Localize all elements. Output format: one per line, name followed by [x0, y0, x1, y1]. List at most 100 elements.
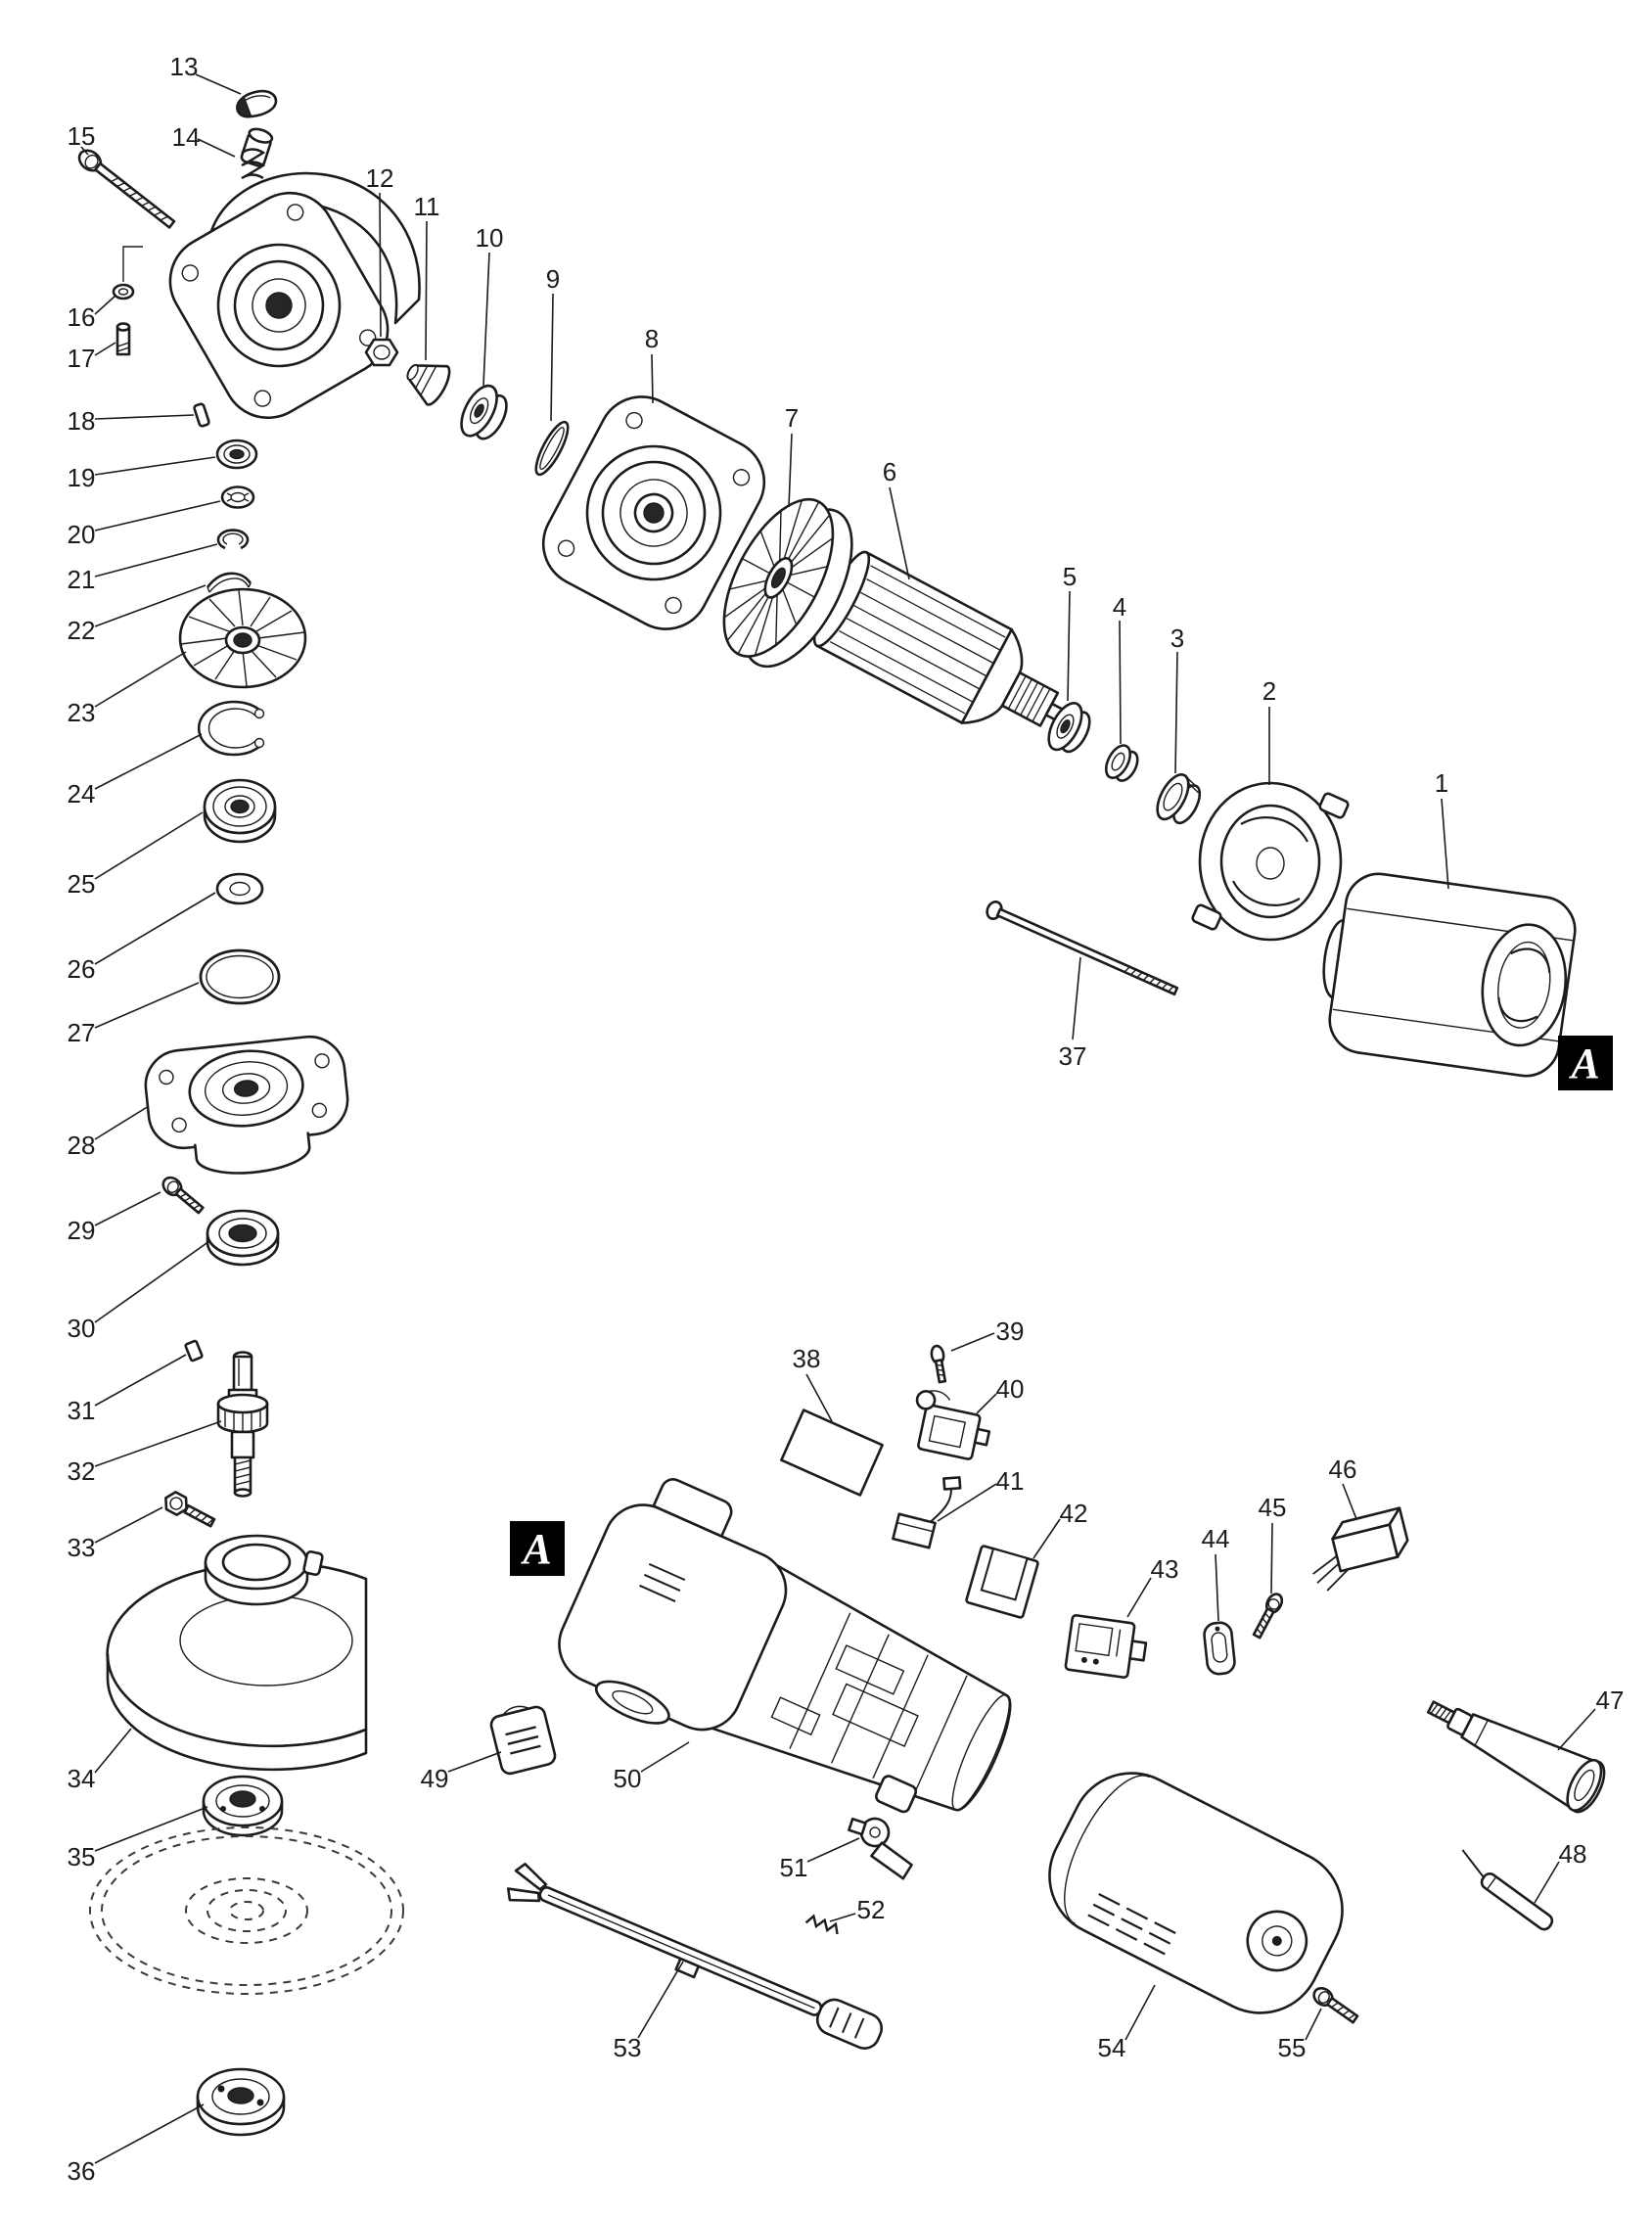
part-35-inner-flange [202, 1775, 284, 1837]
part-49-switch-knob [489, 1705, 557, 1776]
leader-line-48 [1534, 1861, 1560, 1904]
leader-line-33 [94, 1506, 163, 1544]
leader-line-29 [94, 1191, 161, 1226]
callout-28: 28 [68, 1131, 96, 1160]
callout-55: 55 [1278, 2033, 1307, 2062]
leader-line-36 [94, 2103, 205, 2164]
part-47-side-handle [1426, 1700, 1606, 1814]
callout-1: 1 [1435, 768, 1448, 798]
leader-line-13 [195, 73, 242, 95]
callout-24: 24 [68, 779, 96, 809]
part-12-nut [364, 338, 399, 367]
part-26-washer [215, 872, 264, 905]
callout-9: 9 [546, 264, 560, 294]
leader-line-34 [94, 1728, 132, 1774]
leader-line-41 [937, 1483, 997, 1522]
part-48-wire [1461, 1849, 1554, 1931]
callout-14: 14 [172, 122, 201, 152]
callout-7: 7 [785, 403, 799, 433]
callout-13: 13 [170, 52, 199, 81]
leader-line-44 [1215, 1553, 1219, 1622]
callout-34: 34 [68, 1764, 96, 1793]
part-40-brush-holder [915, 1390, 991, 1460]
callout-25: 25 [68, 869, 96, 899]
part-gear-housing [168, 127, 421, 420]
leader-line-35 [94, 1806, 208, 1852]
leader-line-52 [829, 1913, 856, 1922]
part-42-holder-cap [965, 1545, 1039, 1619]
leader-line-39 [950, 1332, 995, 1352]
callout-44: 44 [1202, 1524, 1230, 1553]
part-17-pin [115, 322, 131, 356]
part-4-sleeve [1104, 744, 1139, 782]
callout-15: 15 [68, 121, 96, 151]
callout-53: 53 [614, 2033, 642, 2062]
part-32-spindle [216, 1351, 269, 1498]
part-52-spring [804, 1914, 839, 1935]
part-31-key [184, 1339, 204, 1363]
part-14-spring [241, 148, 266, 180]
leader-line-38 [805, 1373, 833, 1422]
leader-line-8 [651, 353, 654, 404]
part-55-screw [1312, 1986, 1359, 2024]
callout-12: 12 [366, 163, 394, 193]
callout-19: 19 [68, 463, 96, 492]
leader-line-43 [1126, 1577, 1152, 1618]
section-badge-letter-2: A [520, 1525, 551, 1573]
part-grinding-wheel-outline [89, 1826, 404, 1995]
callout-2: 2 [1262, 676, 1276, 706]
leader-line-17 [94, 342, 116, 356]
callout-43: 43 [1151, 1554, 1179, 1584]
callout-23: 23 [68, 698, 96, 727]
leader-line-26 [94, 892, 216, 965]
callout-20: 20 [68, 520, 96, 549]
callout-48: 48 [1559, 1839, 1587, 1869]
leader-line-5 [1067, 590, 1071, 702]
callout-45: 45 [1259, 1493, 1287, 1522]
callout-17: 17 [68, 344, 96, 373]
callout-42: 42 [1060, 1499, 1088, 1528]
callout-30: 30 [68, 1314, 96, 1343]
callout-37: 37 [1059, 1041, 1087, 1071]
callout-54: 54 [1098, 2033, 1126, 2062]
part-10-bearing [460, 384, 508, 440]
leader-line-6 [889, 486, 910, 580]
callout-5: 5 [1063, 562, 1077, 591]
callout-18: 18 [68, 406, 96, 436]
callout-47: 47 [1596, 1686, 1625, 1715]
callout-6: 6 [883, 457, 896, 486]
part-33-bolt [164, 1491, 216, 1528]
callout-22: 22 [68, 616, 96, 645]
leader-line-24 [94, 733, 203, 790]
leader-line-50 [640, 1741, 690, 1773]
part-27-oring [199, 948, 281, 1005]
callout-39: 39 [996, 1317, 1025, 1346]
leader-line-28 [94, 1105, 150, 1140]
leader-line-11 [425, 220, 428, 361]
callout-3: 3 [1170, 624, 1184, 653]
leader-line-37 [1072, 956, 1081, 1040]
part-1-stator [1322, 872, 1577, 1078]
callout-46: 46 [1329, 1455, 1357, 1484]
leader-line-30 [94, 1240, 210, 1323]
part-39-screw [930, 1344, 947, 1384]
leader-line-20 [94, 500, 221, 531]
part-16-ring [112, 246, 143, 300]
leader-line-1 [1441, 798, 1449, 890]
callout-36: 36 [68, 2156, 96, 2186]
part-54-rear-cover [1048, 1772, 1344, 2014]
leader-line-9 [550, 293, 554, 422]
leader-line-14 [197, 138, 236, 158]
leader-line-4 [1119, 620, 1122, 745]
leader-line-40 [976, 1393, 997, 1414]
part-46-capacitor [1312, 1506, 1409, 1592]
leader-line-51 [806, 1837, 860, 1863]
callout-51: 51 [780, 1853, 808, 1882]
part-9-oring [534, 420, 570, 477]
part-34-wheel-guard [106, 1534, 368, 1772]
part-13-cap [236, 89, 278, 118]
section-badge-letter-1: A [1568, 1040, 1599, 1087]
leader-line-19 [94, 456, 216, 476]
part-29-screw [161, 1176, 205, 1215]
